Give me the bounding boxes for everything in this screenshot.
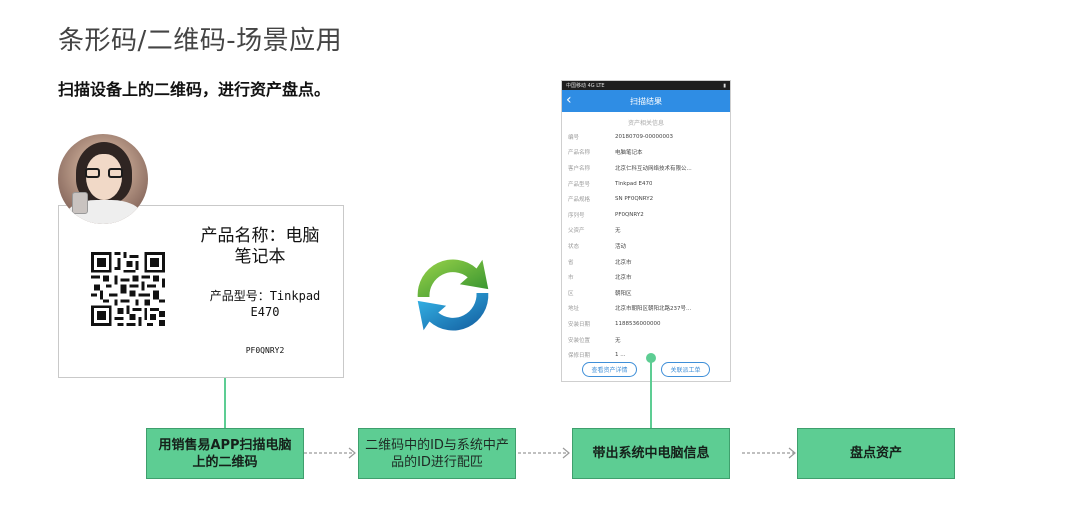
phone-status-bar: 中国移动 4G LTE ▮ (562, 81, 730, 90)
asset-info-value: 无 (615, 337, 621, 344)
asset-info-value: 1 ... (615, 352, 626, 359)
asset-info-key: 客户名称 (568, 165, 591, 172)
page-title: 条形码/二维码-场景应用 (58, 26, 343, 56)
qr-code-icon (91, 252, 165, 326)
asset-info-value: PF0QNRY2 (615, 211, 644, 218)
asset-info-key: 编号 (568, 134, 580, 141)
asset-info-row: 安装位置 无 (568, 332, 724, 348)
nav-title: 扫描结果 (630, 96, 662, 106)
asset-info-key: 省 (568, 259, 574, 266)
product-label-card: 产品名称：电脑笔记本 产品型号：Tinkpad E470 PF0QNRY2 (58, 205, 344, 378)
asset-info-list: 编号 20180709-00000003 产品名称 电脑笔记本客户名称 北京仁科互动网络… (562, 129, 730, 363)
asset-info-key: 保修日期 (568, 353, 591, 360)
section-title: 资产相关信息 (627, 120, 664, 127)
battery-icon: ▮ (723, 82, 726, 89)
sync-arrows-icon (417, 259, 489, 331)
asset-info-row: 保修日期 1 ... (568, 347, 724, 363)
asset-info-row: 安装日期 1188536000000 (568, 316, 724, 332)
step-scan-qr: 用销售易APP扫描电脑上的二维码 (146, 428, 304, 479)
handheld-phone-icon (72, 192, 88, 214)
asset-info-value: 北京仁科互动网络技术有限公... (615, 165, 692, 172)
page-subtitle: 扫描设备上的二维码，进行资产盘点。 (58, 80, 331, 99)
asset-info-value: 无 (615, 228, 621, 235)
asset-info-key: 产品名称 (568, 150, 591, 157)
asset-info-row: 序列号 PF0QNRY2 (568, 207, 724, 223)
step-inventory: 盘点资产 (797, 428, 955, 479)
step-show-info: 带出系统中电脑信息 (572, 428, 730, 479)
asset-info-row: 父资产 无 (568, 223, 724, 239)
user-avatar (58, 134, 148, 224)
asset-info-key: 序列号 (568, 212, 585, 219)
asset-info-row: 编号 20180709-00000003 (568, 129, 724, 145)
asset-info-key: 地址 (568, 306, 580, 313)
product-serial-text: PF0QNRY2 (245, 346, 285, 355)
product-model-text: 产品型号：Tinkpad E470 (209, 289, 321, 319)
asset-info-key: 产品规格 (568, 197, 591, 204)
asset-info-value: 1188536000000 (615, 320, 661, 327)
asset-info-value: 朝阳区 (615, 290, 632, 297)
asset-info-key: 安装日期 (568, 321, 591, 328)
asset-info-row: 产品名称 电脑笔记本 (568, 145, 724, 161)
asset-info-row: 区 朝阳区 (568, 285, 724, 301)
asset-info-row: 产品规格 SN PF0QNRY2 (568, 191, 724, 207)
asset-info-value: 北京市朝阳区朝阳北路237号... (615, 306, 692, 313)
asset-info-value: Tinkpad E470 (615, 180, 653, 187)
asset-info-row: 地址 北京市朝阳区朝阳北路237号... (568, 301, 724, 317)
product-name-text: 产品名称：电脑笔记本 (200, 226, 320, 267)
asset-info-value: SN PF0QNRY2 (615, 196, 654, 203)
asset-info-key: 安装位置 (568, 337, 591, 344)
asset-info-row: 省 北京市 (568, 254, 724, 270)
asset-info-key: 产品型号 (568, 181, 591, 188)
asset-info-value: 电脑笔记本 (615, 150, 643, 157)
step-match-id: 二维码中的ID与系统中产品的ID进行配匹 (358, 428, 516, 479)
asset-info-key: 市 (568, 275, 574, 282)
view-asset-details-button[interactable]: 查看资产详情 (582, 362, 637, 377)
carrier-text: 中国移动 4G LTE (566, 83, 605, 89)
asset-info-row: 产品型号 Tinkpad E470 (568, 176, 724, 192)
asset-info-row: 状态 活动 (568, 238, 724, 254)
phone-scan-result-screen: 中国移动 4G LTE ▮ ‹ 扫描结果 资产相关信息 编号 20180709-0… (561, 80, 731, 382)
chevron-left-icon[interactable]: ‹ (566, 92, 572, 108)
asset-info-key: 父资产 (568, 228, 585, 235)
phone-nav-bar: ‹ 扫描结果 (562, 90, 730, 112)
linked-workorder-button[interactable]: 关联派工单 (661, 362, 710, 377)
asset-info-value: 北京市 (615, 275, 632, 282)
asset-info-key: 区 (568, 290, 574, 297)
asset-info-key: 状态 (568, 243, 580, 250)
asset-info-value: 活动 (615, 243, 627, 250)
asset-info-row: 客户名称 北京仁科互动网络技术有限公... (568, 160, 724, 176)
asset-info-value: 北京市 (615, 259, 632, 266)
asset-info-value: 20180709-00000003 (615, 133, 673, 140)
asset-info-row: 市 北京市 (568, 269, 724, 285)
